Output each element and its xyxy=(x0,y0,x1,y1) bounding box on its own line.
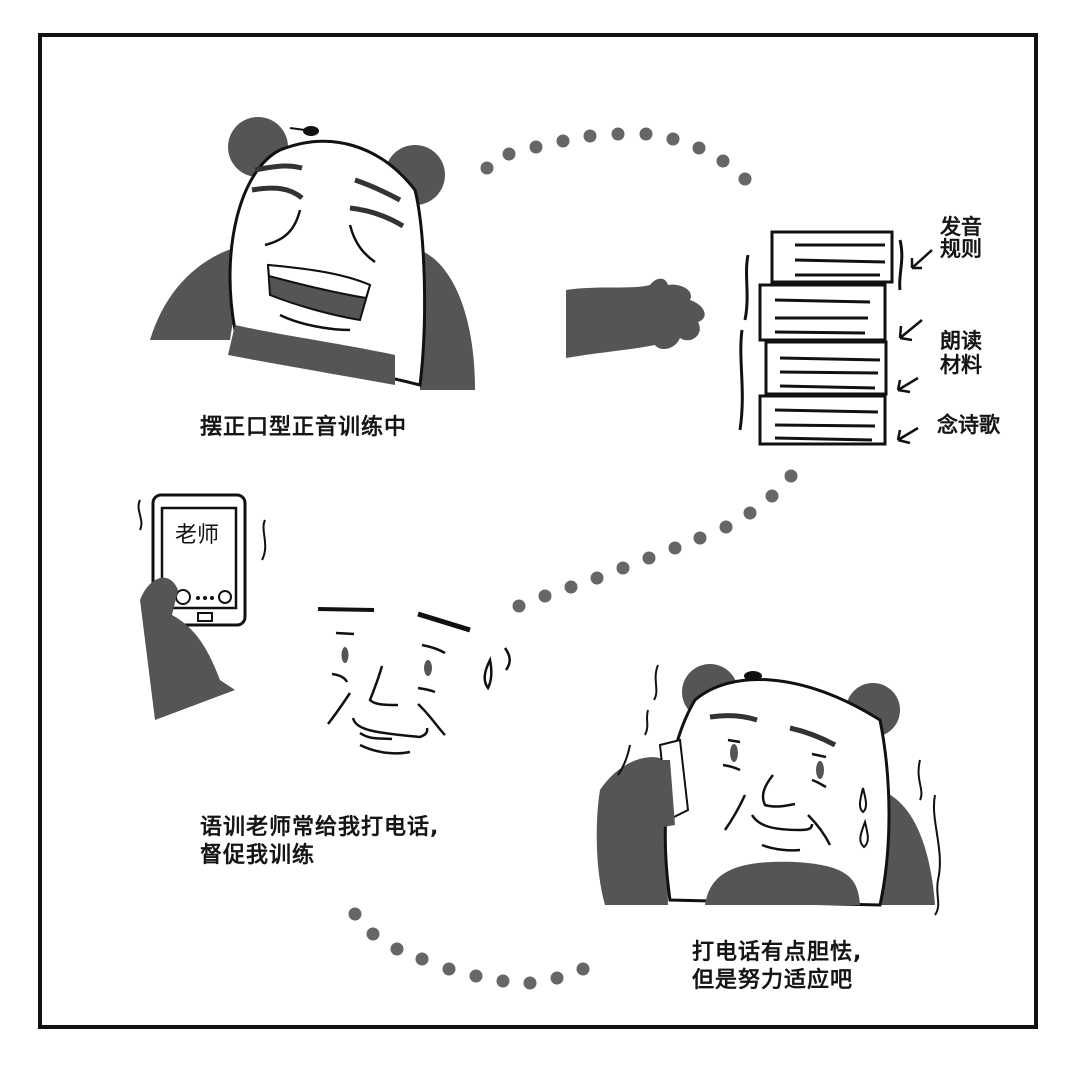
panda-laughing xyxy=(150,117,475,390)
panel-caption-teacher-calls-line1: 语训老师常给我打电话, xyxy=(200,815,440,840)
panda-nervous xyxy=(596,664,941,916)
book-label-reading-material-line2: 材料 xyxy=(940,353,982,377)
book-label-pronunciation-rules-line1: 发音 xyxy=(940,215,982,239)
book-label-reading-material-line1: 朗读 xyxy=(940,329,982,353)
book-label-poetry: 念诗歌 xyxy=(937,413,1000,437)
panel-caption-training: 摆正口型正音训练中 xyxy=(200,415,408,440)
dotted-line-middle xyxy=(512,469,798,613)
panel-caption-nervous-line1: 打电话有点胆怯, xyxy=(692,940,863,965)
phone-screen-text: 老师 xyxy=(175,523,219,548)
phone-ringing xyxy=(137,493,267,720)
dotted-arc-bottom xyxy=(348,907,590,990)
panel-caption-teacher-calls-line2: 督促我训练 xyxy=(200,843,316,868)
teacher-face xyxy=(317,607,511,755)
panel-caption-nervous-line2: 但是努力适应吧 xyxy=(692,968,854,993)
comic-frame xyxy=(38,33,1038,1029)
panda-paw xyxy=(566,278,705,358)
book-stack xyxy=(738,230,904,446)
dotted-arc-top xyxy=(480,127,752,186)
book-label-pronunciation-rules-line2: 规则 xyxy=(940,237,982,261)
arrow-icons xyxy=(896,249,933,445)
